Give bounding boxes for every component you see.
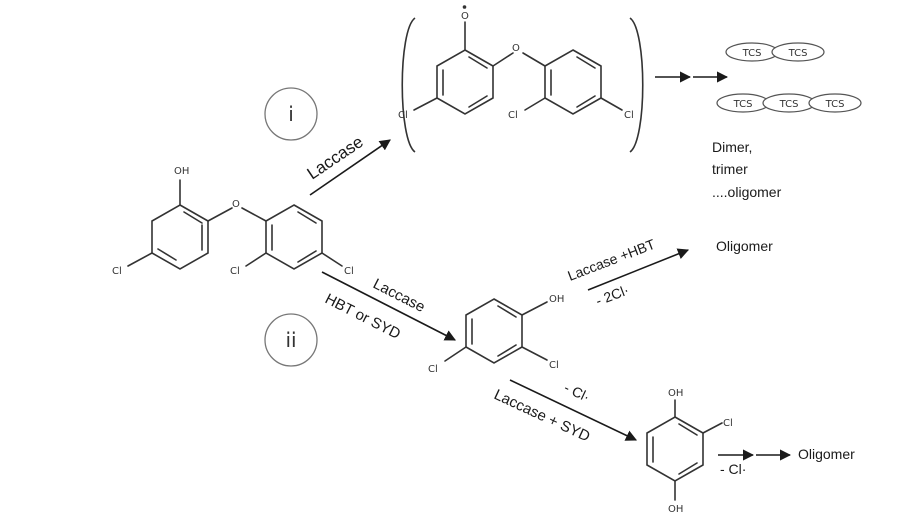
tcs-dimer-chain: TCS TCS <box>725 42 825 62</box>
product-trimer-label: trimer <box>712 161 748 177</box>
radical-intermediate: O Cl O Cl Cl <box>398 5 644 153</box>
syd-oligomer-label: Oligomer <box>798 446 855 462</box>
dichlorophenol-molecule: OH Cl Cl <box>428 294 564 375</box>
radical-o-bridge-label: O <box>512 43 520 54</box>
triclosan-cl-left-label: Cl <box>112 266 122 277</box>
triclosan-cl-right-label: Cl <box>344 266 354 277</box>
triclosan-o-label: O <box>232 199 240 210</box>
route-i-arrow: Laccase <box>304 132 391 196</box>
hq-cl-label: Cl <box>723 418 733 429</box>
syd-branch-arrow: - Cl· Laccase + SYD <box>491 379 638 446</box>
dcp-oh-label: OH <box>549 294 564 305</box>
route-i-product-text: Dimer, trimer ....oligomer <box>712 139 782 200</box>
tcs-unit: TCS <box>733 99 753 110</box>
bracket-left <box>401 17 416 153</box>
radical-cl-left-label: Cl <box>398 110 408 121</box>
tcs-trimer-chain: TCS TCS TCS <box>716 93 862 113</box>
radical-cl-right-label: Cl <box>624 110 634 121</box>
hq-oh-bottom-label: OH <box>668 504 683 515</box>
route-ii-arrow: Laccase HBT or SYD <box>321 271 456 343</box>
hbt-oligomer-label: Oligomer <box>716 238 773 254</box>
tcs-unit: TCS <box>825 99 845 110</box>
radical-dot <box>462 5 467 9</box>
tcs-unit: TCS <box>779 99 799 110</box>
tcs-unit: TCS <box>742 48 762 59</box>
triclosan-molecule: OH Cl O Cl Cl <box>112 166 354 277</box>
radical-cl-mid-label: Cl <box>508 110 518 121</box>
route-i-label: i <box>288 102 294 126</box>
product-dimer-label: Dimer, <box>712 139 752 155</box>
hq-oh-top-label: OH <box>668 388 683 399</box>
route-ii-marker: ii <box>264 313 318 367</box>
radical-o-label: O <box>461 11 469 22</box>
triclosan-cl-mid-label: Cl <box>230 266 240 277</box>
dcp-cl-para-label: Cl <box>428 364 438 375</box>
route-i-marker: i <box>264 87 318 141</box>
syd-final-arrows: - Cl· <box>718 449 792 477</box>
product-oligomer-label: ....oligomer <box>712 184 782 200</box>
bracket-right <box>629 17 644 153</box>
hbt-branch-label-top: Laccase +HBT <box>565 236 657 284</box>
syd-dechlorination-label: - Cl· <box>720 461 746 477</box>
triclosan-oh-label: OH <box>174 166 189 177</box>
route-i-enzyme-label: Laccase <box>304 132 367 183</box>
chlorohydroquinone-molecule: OH OH Cl <box>646 388 733 515</box>
tcs-unit: TCS <box>788 48 808 59</box>
route-ii-label: ii <box>285 328 296 352</box>
hbt-branch-arrow: Laccase +HBT - 2Cl· <box>565 236 690 309</box>
dcp-cl-ortho-label: Cl <box>549 360 559 371</box>
syd-branch-label-top: - Cl· <box>562 379 593 405</box>
route-ii-enzyme-label-top: Laccase <box>370 275 428 316</box>
